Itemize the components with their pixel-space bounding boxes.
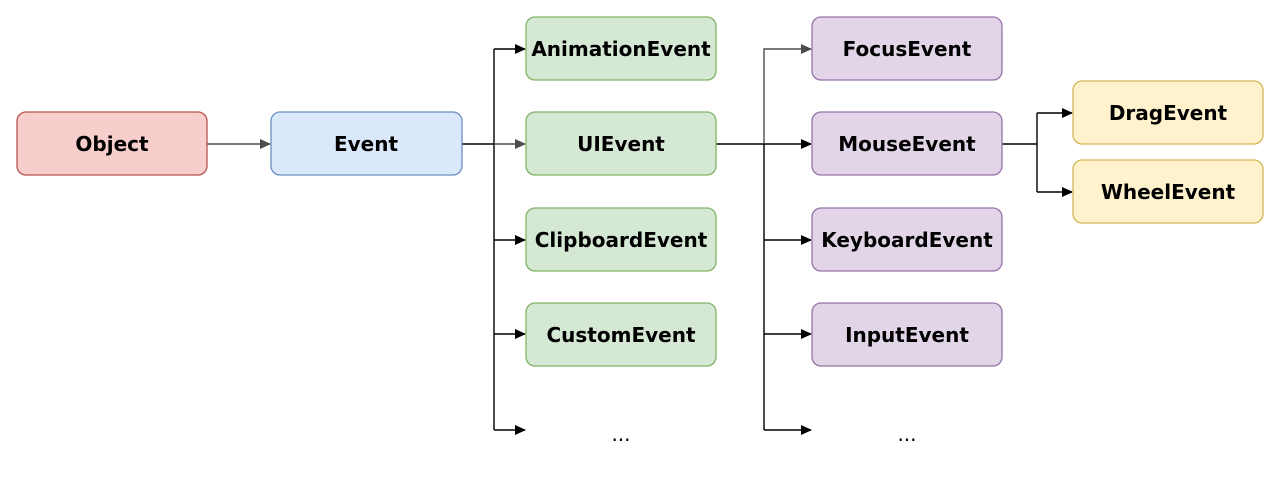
node-dragevent: DragEvent: [1072, 80, 1264, 145]
node-uievent-label: UIEvent: [577, 132, 665, 156]
node-keyboardevent: KeyboardEvent: [811, 207, 1003, 272]
edges: [207, 44, 1073, 435]
node-keyboardevent-label: KeyboardEvent: [821, 228, 993, 252]
node-wheelevent: WheelEvent: [1072, 159, 1264, 224]
edge-event-trunk: [462, 49, 495, 430]
node-inputevent: InputEvent: [811, 302, 1003, 367]
ellipsis-event-children: ...: [611, 422, 630, 446]
node-animationevent: AnimationEvent: [525, 16, 717, 81]
edge-uievent-trunk: [716, 143, 765, 430]
node-clipboardevent-label: ClipboardEvent: [535, 228, 708, 252]
node-dragevent-label: DragEvent: [1109, 101, 1228, 125]
node-mouseevent: MouseEvent: [811, 111, 1003, 176]
node-customevent-label: CustomEvent: [546, 323, 695, 347]
ellipsis-uievent-children: ...: [897, 422, 916, 446]
node-object: Object: [16, 111, 208, 176]
node-customevent: CustomEvent: [525, 302, 717, 367]
edge-mouseevent-trunk: [1002, 113, 1038, 192]
edge-uievent-to-focusevent: [763, 44, 812, 144]
node-event: Event: [270, 111, 463, 176]
node-inputevent-label: InputEvent: [845, 323, 969, 347]
node-clipboardevent: ClipboardEvent: [525, 207, 717, 272]
node-animationevent-label: AnimationEvent: [531, 37, 711, 61]
node-focusevent-label: FocusEvent: [843, 37, 972, 61]
node-object-label: Object: [75, 132, 149, 156]
node-wheelevent-label: WheelEvent: [1101, 180, 1236, 204]
node-mouseevent-label: MouseEvent: [838, 132, 976, 156]
node-uievent: UIEvent: [525, 111, 717, 176]
node-event-label: Event: [334, 132, 399, 156]
node-focusevent: FocusEvent: [811, 16, 1003, 81]
